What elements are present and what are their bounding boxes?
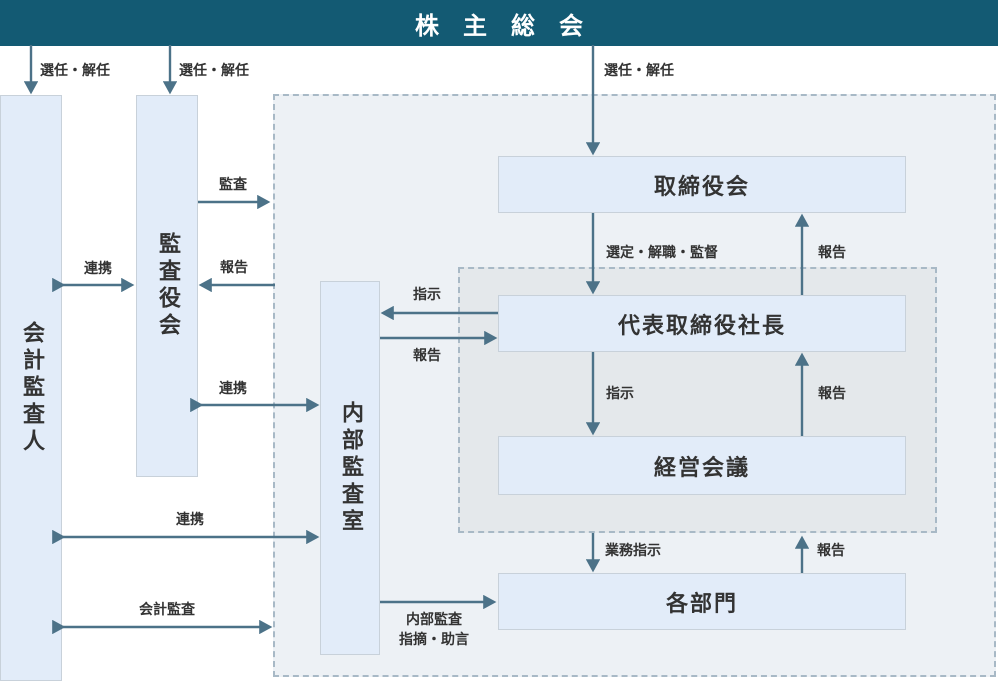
node-departments: 各部門 <box>498 573 906 630</box>
management-meeting-label: 経営会議 <box>653 455 750 481</box>
node-shareholders-meeting: 株主総会 <box>0 0 998 46</box>
node-accounting-auditor: 会計監査人 <box>0 95 62 681</box>
label-report-to-president: 報告 <box>818 386 846 402</box>
label-business-instruction: 業務指示 <box>605 543 661 559</box>
node-audit-committee: 監査役会 <box>136 95 198 477</box>
label-instruction-to-internal-audit: 指示 <box>413 287 441 303</box>
label-report-from-departments: 報告 <box>817 543 845 559</box>
accounting-auditor-label: 会計監査人 <box>19 320 44 456</box>
node-board-of-directors: 取締役会 <box>498 156 906 213</box>
node-internal-audit-office: 内部監査室 <box>320 281 380 655</box>
audit-committee-label: 監査役会 <box>155 232 180 340</box>
label-cooperation-3: 連携 <box>176 512 204 528</box>
label-appoint-dismiss-1: 選任・解任 <box>40 63 110 79</box>
label-accounting-audit: 会計監査 <box>139 602 195 618</box>
label-internal-audit-note-line1: 内部監査 <box>406 612 462 628</box>
label-appoint-dismiss-3: 選任・解任 <box>604 63 674 79</box>
node-management-meeting: 経営会議 <box>498 436 906 495</box>
president-label: 代表取締役社長 <box>617 313 786 339</box>
label-appoint-dismiss-2: 選任・解任 <box>179 63 249 79</box>
departments-label: 各部門 <box>665 591 738 617</box>
label-cooperation-1: 連携 <box>84 261 112 277</box>
label-report-from-internal-audit: 報告 <box>413 348 441 364</box>
label-audit: 監査 <box>219 177 247 193</box>
label-internal-audit-note-line2: 指摘・助言 <box>399 632 469 648</box>
label-report-to-audit-committee: 報告 <box>220 260 248 276</box>
board-of-directors-label: 取締役会 <box>653 174 750 200</box>
label-cooperation-2: 連携 <box>219 381 247 397</box>
label-select-dismiss-supervise: 選定・解職・監督 <box>606 245 718 261</box>
label-report-to-board: 報告 <box>818 245 846 261</box>
internal-audit-office-label: 内部監査室 <box>338 400 363 536</box>
label-instruction-to-management: 指示 <box>606 386 634 402</box>
shareholders-meeting-label: 株主総会 <box>415 11 607 40</box>
label-internal-audit-note: 内部監査 指摘・助言 <box>399 610 469 650</box>
node-president: 代表取締役社長 <box>498 295 906 352</box>
